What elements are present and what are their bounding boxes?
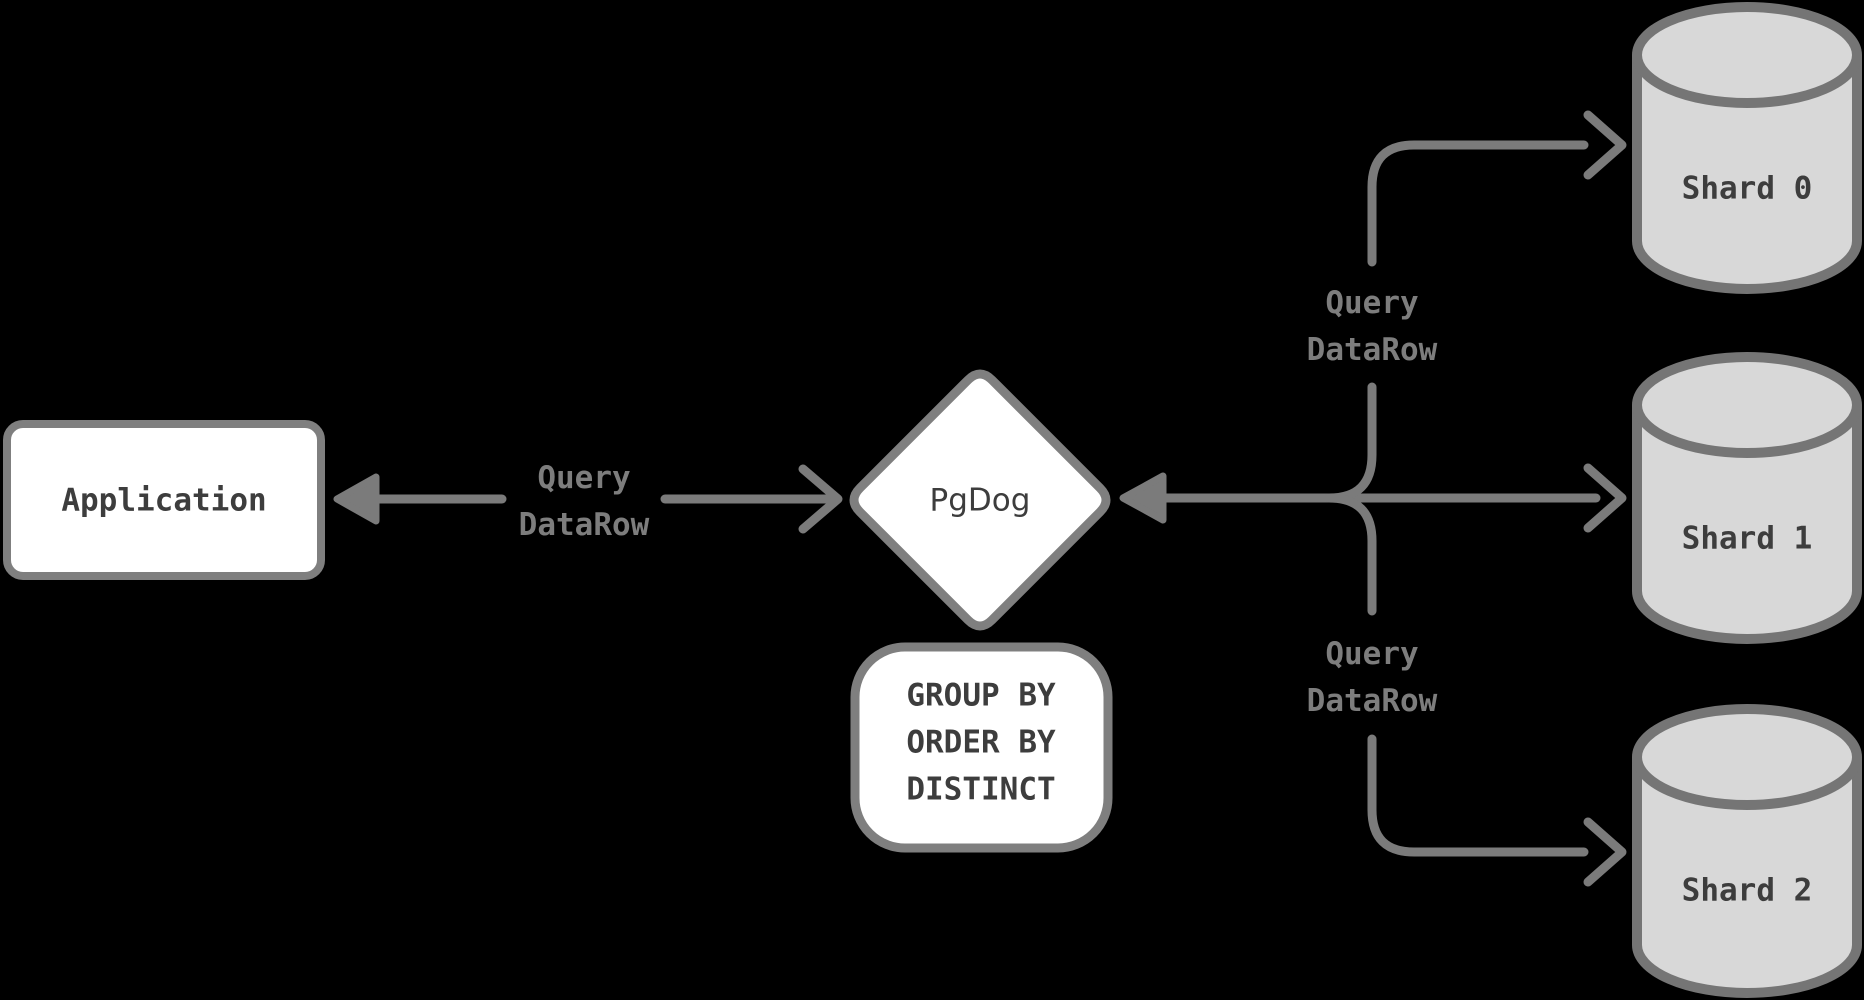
edge-branch-shard-0 [1367,140,1589,267]
edge-label-pgdog-shard0-datarow: DataRow [1306,332,1438,368]
edge-label-pgdog-shard2-query: Query [1325,636,1419,672]
arrowhead-into-shard-0 [1583,110,1627,180]
shard-0-label: Shard 0 [1681,170,1813,207]
edge-branch-shard-2 [1367,734,1589,857]
pgdog-diamond [849,369,1111,631]
shard-1-label: Shard 1 [1681,520,1813,557]
shard-2-cylinder-body [1632,757,1862,998]
shard-0-cylinder [1632,2,1862,294]
shard-2-label: Shard 2 [1681,872,1813,909]
shard-0-cylinder-body [1632,55,1862,294]
edge-app-pgdog [333,464,843,534]
arrowhead-into-application [333,473,380,525]
shard-0-cylinder-top [1632,2,1862,108]
edge-label-app-pgdog: Query DataRow [519,455,650,549]
arrowhead-into-pgdog-left [798,464,843,534]
application-node-label: Application [61,482,267,519]
shard-1-cylinder [1632,352,1862,644]
post-processing-box [850,642,1113,853]
edge-merge-curve-bottom [1324,493,1377,616]
application-node [3,420,325,580]
edge-merge-curve-top [1324,382,1377,503]
pgdog-node-label: PgDog [929,482,1031,519]
post-processing-line-group-by: GROUP BY [906,677,1056,714]
edge-label-app-pgdog-query: Query [537,460,631,496]
shard-2-cylinder [1632,704,1862,998]
post-processing-line-order-by: ORDER BY [906,724,1056,761]
edge-label-app-pgdog-datarow: DataRow [518,507,650,543]
arrowhead-into-pgdog-right [1119,472,1167,524]
post-processing-line-distinct: DISTINCT [906,771,1056,808]
arrowhead-into-shard-2 [1583,817,1627,887]
shard-1-cylinder-top [1632,352,1862,458]
arrowhead-into-shard-1 [1583,463,1627,533]
edge-label-pgdog-shard0: Query DataRow [1307,280,1438,374]
edge-label-pgdog-shard2-datarow: DataRow [1306,683,1438,719]
shard-1-cylinder-body [1632,405,1862,644]
post-processing-label: GROUP BY ORDER BY DISTINCT [906,673,1055,814]
edge-pgdog-shards [1119,110,1627,887]
edge-label-pgdog-shard2: Query DataRow [1307,631,1438,725]
shard-2-cylinder-top [1632,704,1862,810]
edge-label-pgdog-shard0-query: Query [1325,285,1419,321]
